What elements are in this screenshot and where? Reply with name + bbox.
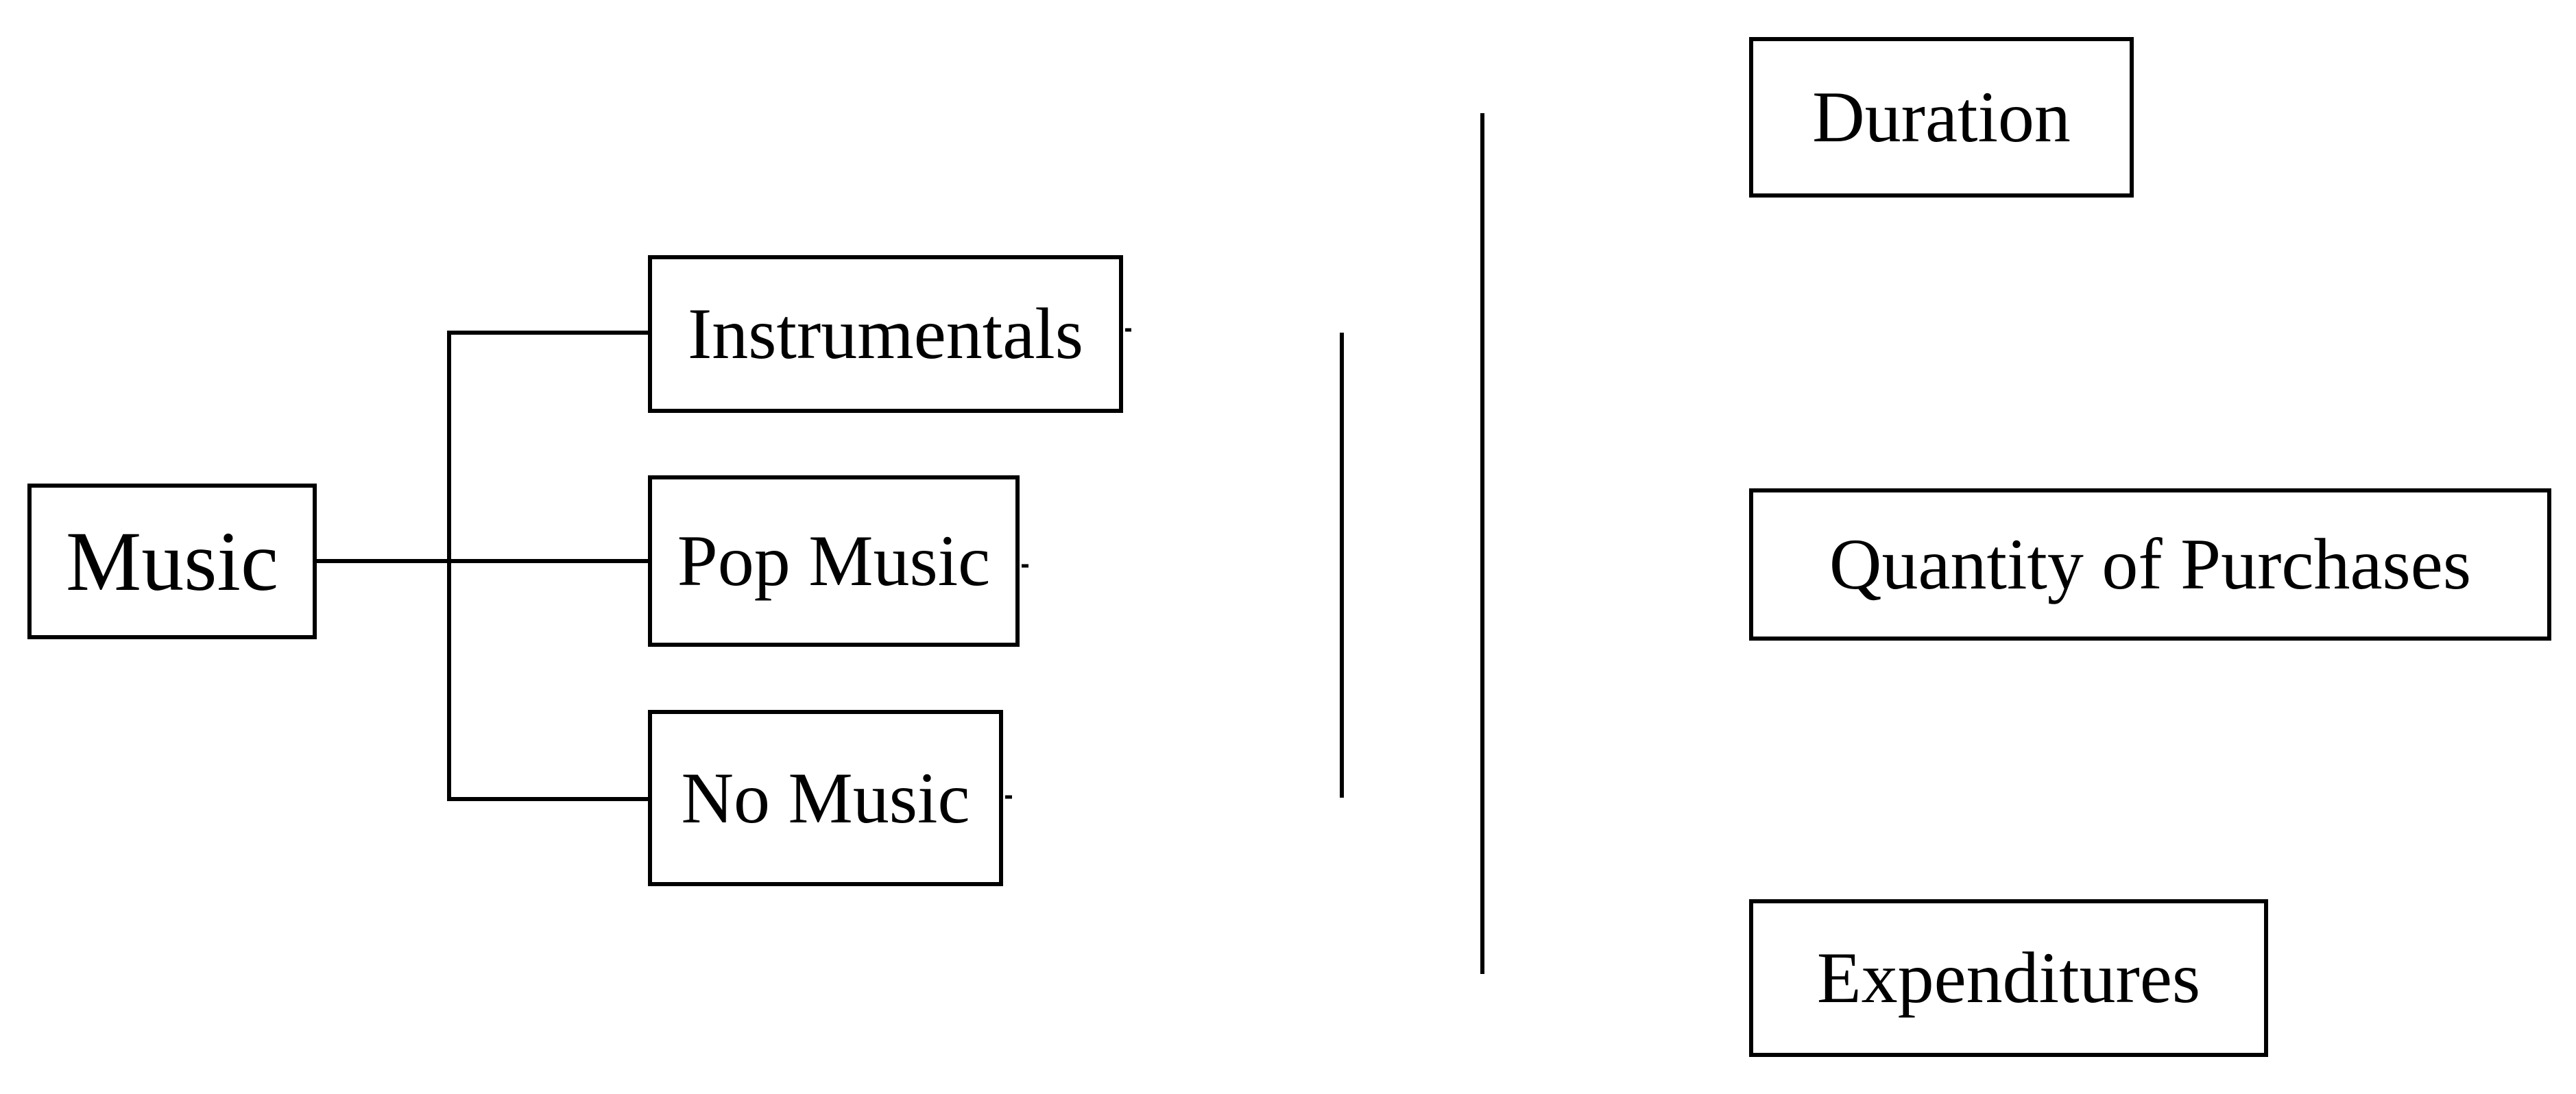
pop-music-label: Pop Music	[677, 521, 991, 601]
no-music-node: No Music	[648, 710, 1003, 886]
quantity-of-purchases-label: Quantity of Purchases	[1829, 524, 2472, 604]
instrumentals-label: Instrumentals	[688, 294, 1083, 374]
instrumentals-node: Instrumentals	[648, 255, 1123, 413]
duration-label: Duration	[1812, 77, 2071, 157]
music-label: Music	[66, 514, 278, 608]
music-node: Music	[27, 484, 317, 639]
expenditures-node: Expenditures	[1749, 899, 2268, 1057]
quantity-of-purchases-node: Quantity of Purchases	[1749, 488, 2551, 641]
duration-node: Duration	[1749, 37, 2134, 198]
no-music-label: No Music	[681, 757, 970, 838]
expenditures-label: Expenditures	[1816, 938, 2201, 1018]
pop-music-node: Pop Music	[648, 475, 1020, 647]
